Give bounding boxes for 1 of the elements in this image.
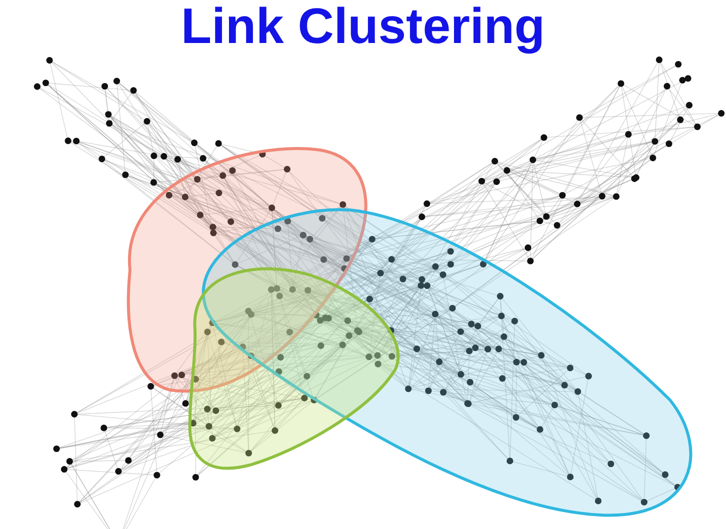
title: Link Clustering — [181, 0, 545, 56]
